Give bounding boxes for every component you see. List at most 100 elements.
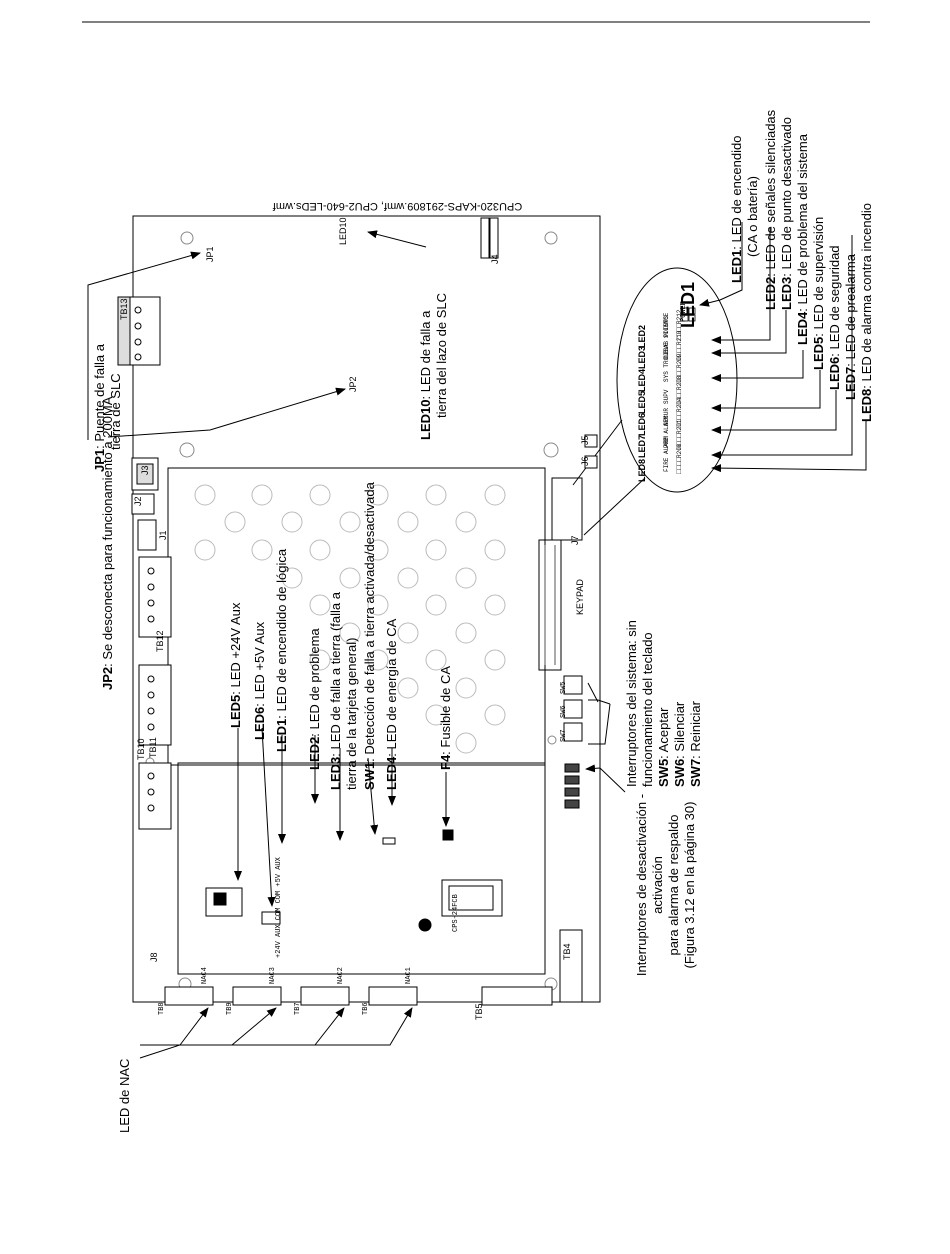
psu-label: CPS-24FCB [452, 894, 460, 932]
led2-trouble-label: LED2: LED de problema [307, 628, 323, 770]
switches-line-1: Interruptores del sistema: sin [624, 620, 639, 787]
sw1-title: SW1 [362, 761, 377, 790]
jp2-text: : Se desconecta para funcionamiento a 20… [100, 396, 115, 667]
figure-file-name: CPU320-KAPS-291809.wmf, CPU2-640-LEDs.wm… [272, 200, 523, 212]
tb4-label: TB4 [562, 943, 572, 960]
mounting-holes [145, 231, 559, 991]
zoom-link-bottom [583, 477, 646, 536]
right-led3-text: : LED de punto desactivado [779, 117, 794, 277]
led4-ac-label: LED4: LED de energía de CA [384, 619, 400, 790]
zoom-row-name: SYS TROUBLE [663, 342, 670, 382]
aux-label: +24V AUX COM COM +5V AUX [275, 857, 283, 958]
cpu-led-block [551, 477, 583, 541]
led1-logic-text: : LED de encendido de lógica [274, 548, 289, 719]
right-led3-title: LED3 [779, 276, 794, 310]
disable-line-4: (Figura 3.12 en la página 30) [682, 801, 697, 969]
terminal-block-tb4 [559, 929, 583, 1003]
sw6-board-label: SW6 [560, 705, 568, 718]
right-led2-label: LED2: LED de señales silenciadas [763, 110, 779, 310]
sw7-title: SW7 [688, 758, 703, 787]
right-led5-text: : LED de supervisión [811, 216, 826, 337]
zoom-row-resistor: R201 [676, 419, 683, 434]
jp2-label: JP2: Se desconecta para funcionamiento a… [100, 397, 116, 690]
j8-label: J8 [149, 952, 159, 962]
j7-label: J7 [570, 535, 580, 545]
sw5-text: : Aceptar [656, 707, 671, 759]
disable-switches-label: Interruptores de desactivación - activac… [634, 770, 698, 1000]
psu-components [205, 829, 503, 932]
led10-label: LED10: LED de falla a tierra del lazo de… [418, 293, 450, 440]
sw6-title: SW6 [672, 758, 687, 787]
zoom-row-led: LED5 [637, 390, 647, 414]
jp2-board-label: JP2 [348, 376, 358, 392]
right-led8-label: LED8: LED de alarma contra incendio [859, 203, 875, 422]
disable-line-2: activación [650, 856, 665, 914]
led3-ground-label: LED3: LED de falla a tierra (falla a tie… [328, 592, 360, 790]
j5-label: J5 [580, 435, 590, 445]
right-led1-text-2: (CA o batería) [745, 176, 760, 257]
zoom-row-led: LED3 [637, 345, 647, 369]
zoom-row-led: LED2 [637, 324, 647, 348]
connectors-j5-j6 [584, 434, 598, 469]
led3-ground-title: LED3 [328, 756, 343, 790]
sw5-board-label: SW5 [560, 681, 568, 694]
zoom-row-resistor: R200 [676, 443, 683, 458]
nac-tb6-label: TB6 [362, 1002, 370, 1015]
led3-ground-text-2: tierra de la tarjeta general) [344, 637, 359, 790]
led5-title: LED5 [228, 694, 243, 728]
nac-tb8-label: TB8 [158, 1002, 166, 1015]
sw1-text: : Detección de falla a tierra activada/d… [362, 482, 377, 762]
zoom-row-resistor: R209 [676, 353, 683, 368]
main-board [132, 215, 601, 1003]
j1-label: J1 [158, 530, 168, 540]
zoom-row-resistor: R210 [676, 330, 683, 345]
right-led8-text: : LED de alarma contra incendio [859, 203, 874, 389]
zoom-row-led: LED7 [637, 434, 647, 458]
zoom-row-resistor: R204 [676, 397, 683, 412]
switches-line-2: funcionamiento del teclado [640, 632, 655, 787]
zoom-row-name: FIRE ALARM [663, 435, 670, 472]
sw7-board-label: SW7 [560, 729, 568, 742]
sw5-title: SW5 [656, 758, 671, 787]
tb11-label: TB11 [148, 737, 158, 758]
led10-board-label: LED10 [338, 217, 348, 245]
right-led8-title: LED8 [859, 388, 874, 422]
right-led7-label: LED7: LED de prealarma [843, 254, 859, 400]
f4-text: : Fusible de CA [438, 665, 453, 755]
jp2-title: JP2 [100, 666, 115, 690]
zoom-row-resistor: R208 [676, 375, 683, 390]
f4-label: F4: Fusible de CA [438, 666, 454, 770]
led3-ground-text: : LED de falla a tierra (falla a [328, 592, 343, 757]
right-led1-text: : LED de encendido [729, 135, 744, 250]
j4-label: J4 [490, 254, 500, 264]
led5-text: : LED +24V Aux [228, 602, 243, 695]
nac1-label: NAC1 [405, 967, 413, 984]
nac-led-label: LED de NAC [117, 1058, 132, 1133]
zoom-link-top [572, 419, 623, 486]
disable-line-1: Interruptores de desactivación - [634, 793, 649, 977]
nac4-label: NAC4 [201, 967, 209, 984]
j6-label: J6 [580, 456, 590, 466]
right-led4-text: : LED de problema del sistema [795, 134, 810, 312]
right-led5-title: LED5 [811, 336, 826, 370]
led6-title: LED6 [252, 706, 267, 740]
led6-text: : LED +5V Aux [252, 621, 267, 707]
led4-ac-title: LED4 [384, 756, 399, 790]
keypad-connector [538, 539, 562, 671]
tb10-label: TB10 [136, 738, 146, 760]
right-led2-text: : LED de señales silenciadas [763, 109, 778, 277]
zoom-row-name: SUPV [663, 389, 670, 404]
zoom-row-resistor: R212 [676, 309, 683, 324]
system-switches-label: Interruptores del sistema: sin funcionam… [624, 620, 704, 787]
led5-label: LED5: LED +24V Aux [228, 603, 244, 728]
terminal-block-tb13 [117, 296, 161, 366]
f4-title: F4 [438, 754, 453, 770]
led1-logic-title: LED1 [274, 718, 289, 752]
zoom-arrows [699, 222, 867, 473]
jp1-board-label: JP1 [205, 246, 215, 262]
right-led3-label: LED3: LED de punto desactivado [779, 117, 795, 310]
zoom-led-squares [681, 307, 696, 322]
zoom-row-led: LED6 [637, 412, 647, 436]
led4-ac-text: : LED de energía de CA [384, 618, 399, 757]
